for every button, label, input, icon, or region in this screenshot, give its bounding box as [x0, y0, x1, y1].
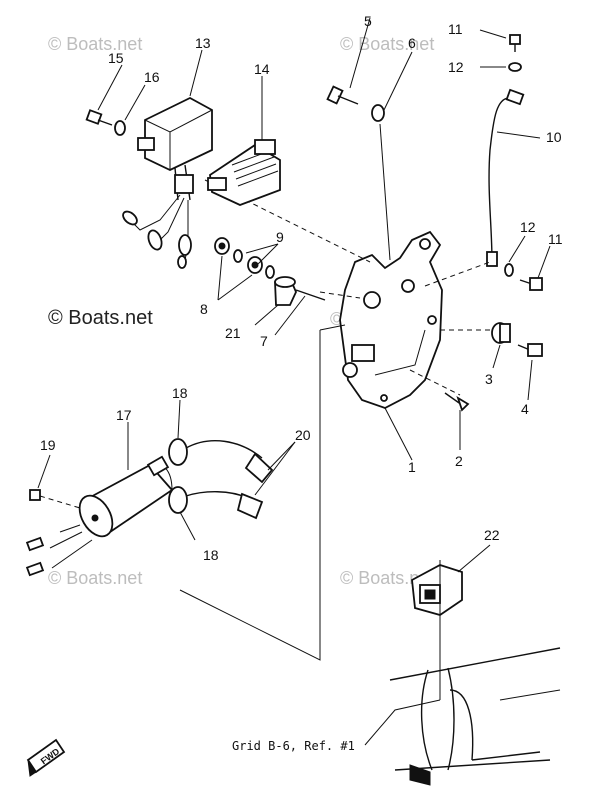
washer-12-right — [504, 263, 514, 277]
collar-3 — [491, 322, 511, 344]
part-label-18-bottom: 18 — [203, 547, 219, 563]
cap-18-top — [168, 438, 274, 484]
cap-18-bottom — [168, 486, 264, 520]
part-label-12-right: 12 — [520, 219, 536, 235]
bolt-19 — [29, 489, 81, 509]
part-label-22: 22 — [484, 527, 500, 543]
part-label-14: 14 — [254, 61, 270, 77]
nut-8-a — [214, 237, 230, 255]
part-label-3: 3 — [485, 371, 493, 387]
part-label-13: 13 — [195, 35, 211, 51]
bolt-15 — [85, 109, 113, 126]
washer-16 — [114, 120, 126, 136]
lead-wire-10 — [486, 88, 525, 267]
part-label-7: 7 — [260, 333, 268, 349]
watermark-top-left: © Boats.net — [48, 34, 142, 54]
part-label-6: 6 — [408, 35, 416, 51]
stud-7 — [295, 289, 326, 301]
part-label-2: 2 — [455, 453, 463, 469]
cowling — [389, 560, 561, 786]
watermark-main: © Boats.net — [48, 307, 153, 329]
bracket-1 — [339, 230, 443, 409]
part-label-9: 9 — [276, 229, 284, 245]
bolt-11-right — [519, 277, 543, 291]
watermark-bottom-left: © Boats.net — [48, 568, 142, 588]
part-label-11-top: 11 — [448, 21, 463, 37]
part-label-4: 4 — [521, 401, 529, 417]
bolt-5 — [326, 85, 359, 105]
part-label-19: 19 — [40, 437, 56, 453]
watermark-bottom-right: © Boats.net — [340, 568, 434, 588]
part-label-21: 21 — [225, 325, 241, 341]
washer-12-top — [508, 62, 522, 72]
part-label-15: 15 — [108, 50, 124, 66]
washer-9-b — [265, 265, 275, 279]
ignition-coil-17 — [25, 455, 174, 577]
part-label-18-top: 18 — [172, 385, 188, 401]
grommet-22 — [411, 564, 463, 616]
collar-21 — [274, 276, 297, 306]
reference-note: Grid B-6, Ref. #1 — [232, 739, 355, 753]
bolt-4 — [517, 343, 543, 357]
part-label-12-top: 12 — [448, 59, 464, 75]
rectifier-14 — [207, 139, 281, 206]
part-label-1: 1 — [408, 459, 416, 475]
part-label-11-right: 11 — [548, 231, 563, 247]
part-label-16: 16 — [144, 69, 160, 85]
part-label-8: 8 — [200, 301, 208, 317]
part-label-20: 20 — [295, 427, 311, 443]
screw-2 — [444, 392, 470, 412]
fwd-direction-badge: FWD — [26, 738, 66, 777]
part-label-10: 10 — [546, 129, 562, 145]
nut-8-b — [247, 256, 263, 274]
washer-9-a — [233, 249, 243, 263]
washer-6 — [371, 104, 385, 122]
part-label-17: 17 — [116, 407, 132, 423]
part-label-5: 5 — [364, 13, 372, 29]
regulator-13 — [122, 96, 213, 269]
watermark-top-right: © Boats.net — [340, 34, 434, 54]
bolt-11-top — [509, 34, 521, 52]
